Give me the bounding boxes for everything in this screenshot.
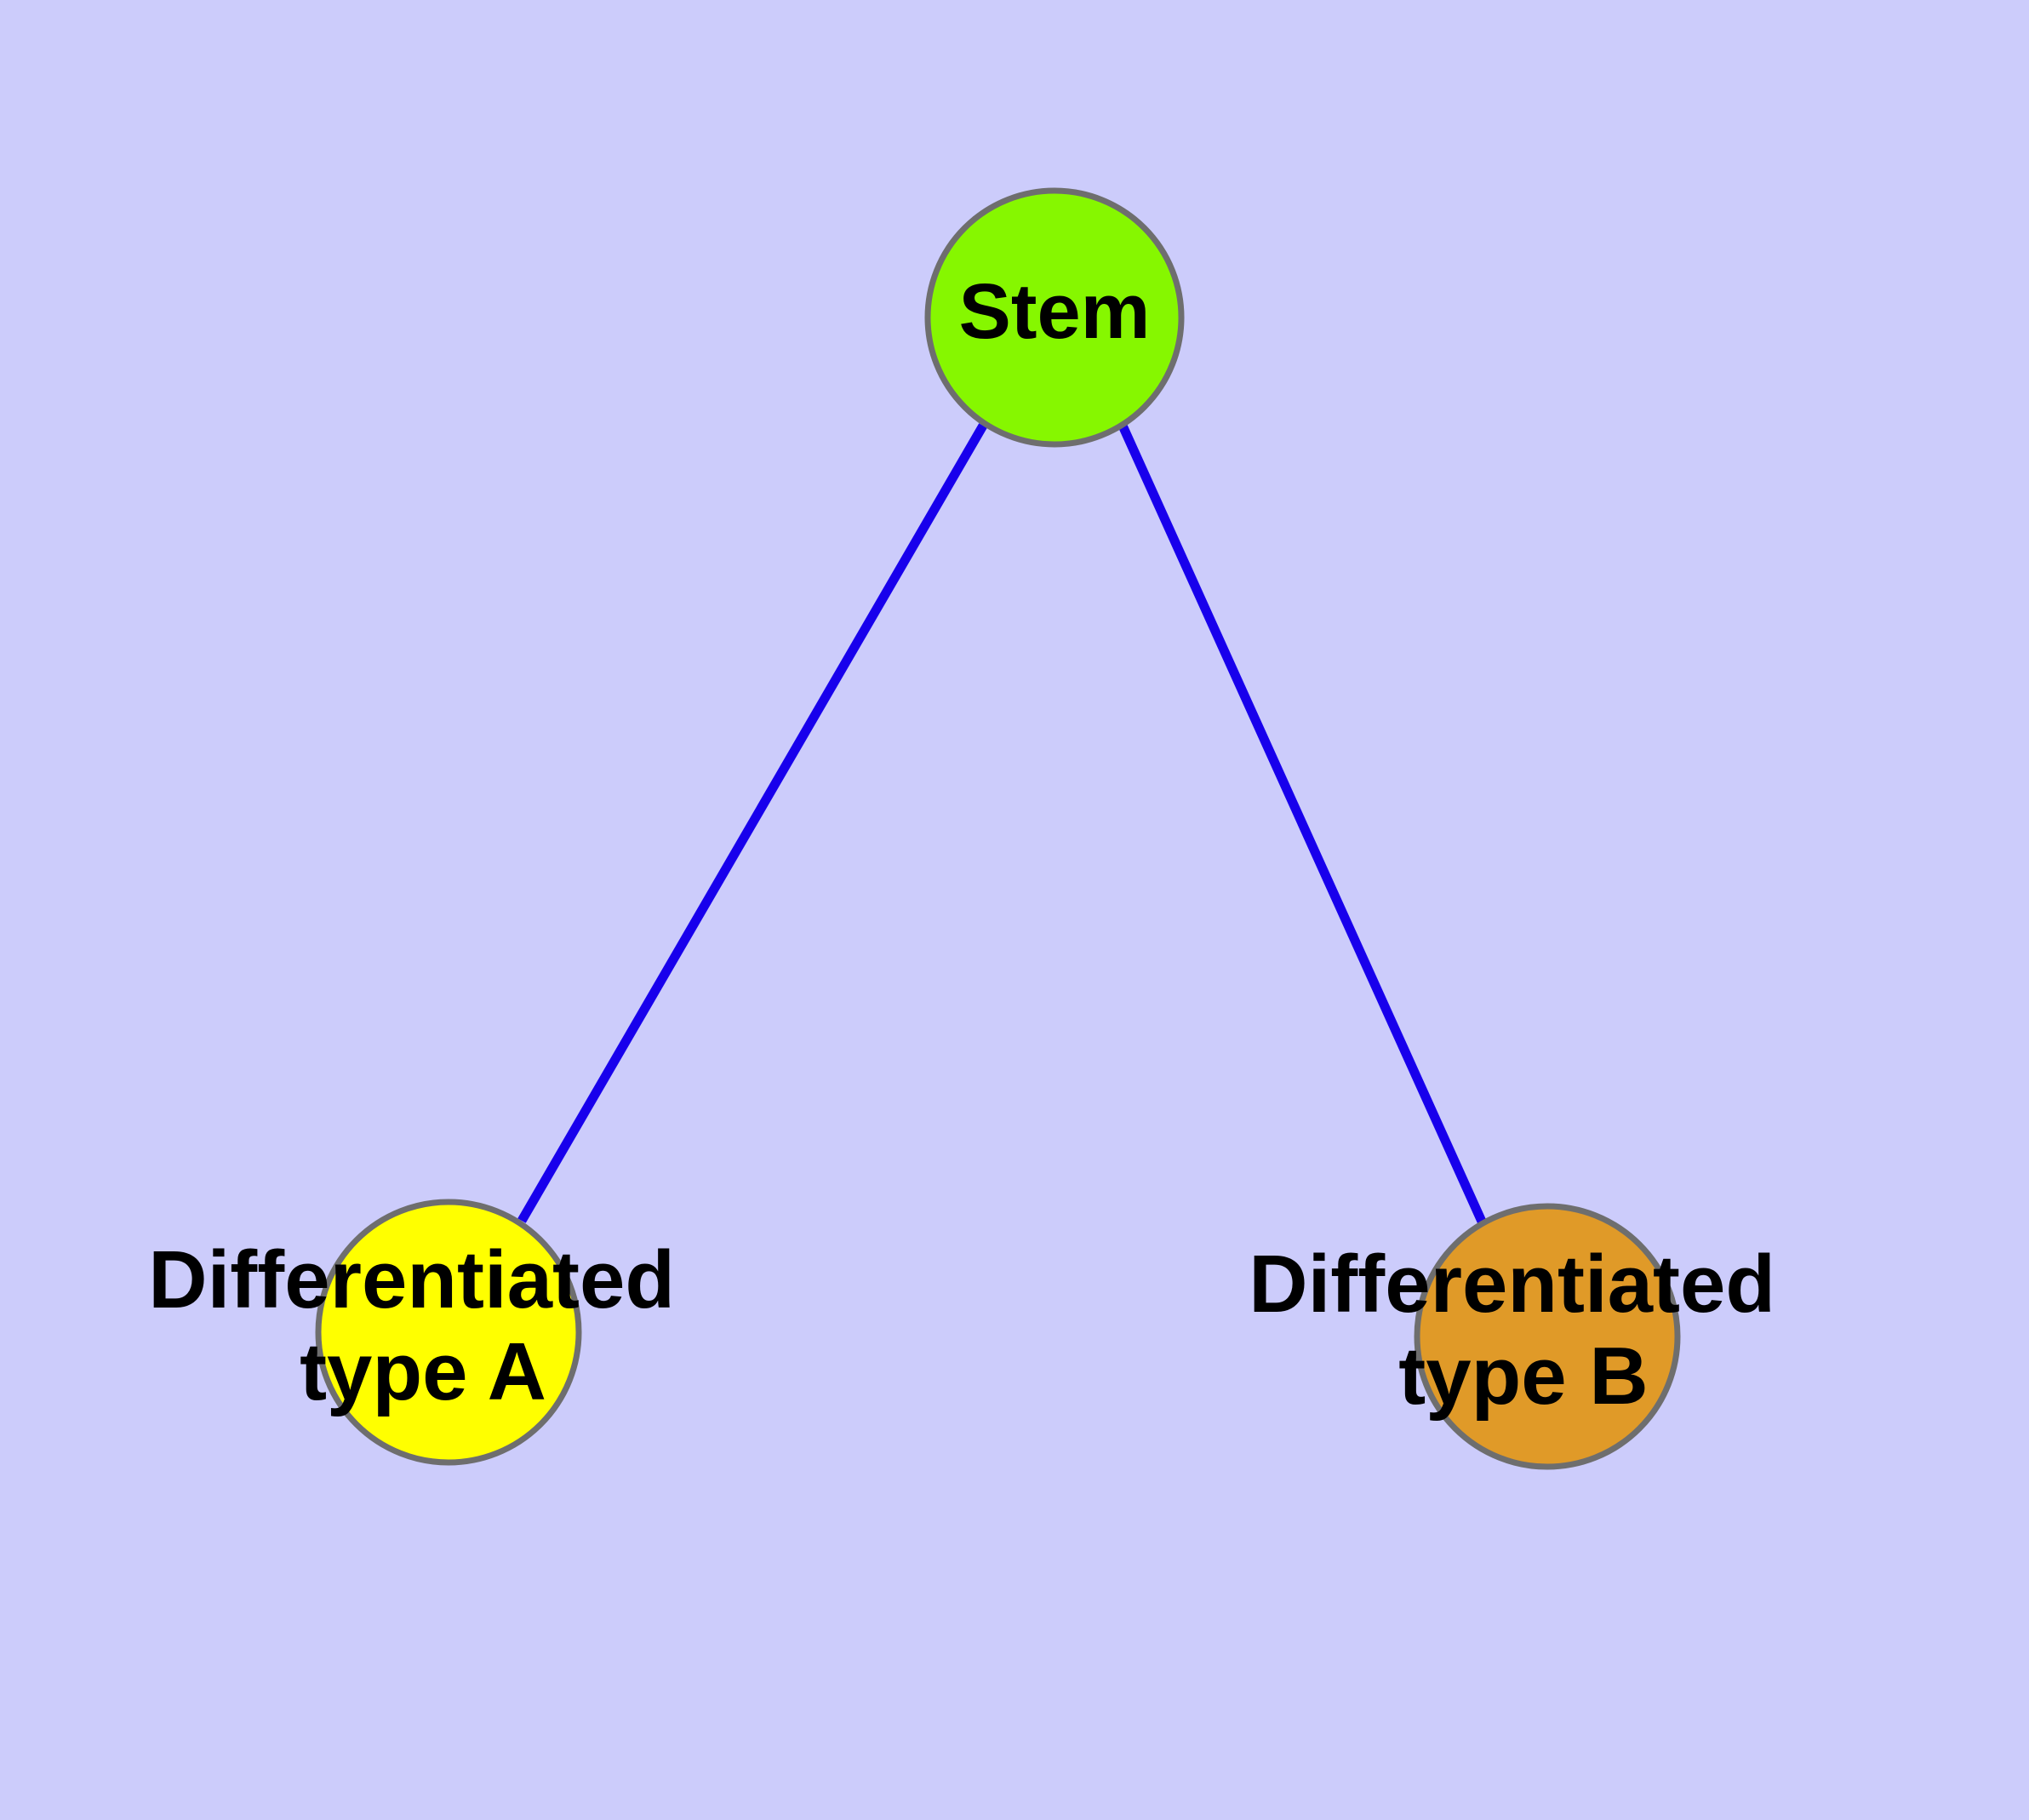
node-label-differentiated-type-b: Differentiated type B [1249,1239,1798,1422]
node-label-differentiated-type-a: Differentiated type A [148,1235,697,1418]
edge-stem-to-differentiated-type-a [517,423,987,1223]
node-circle-differentiated-type-b[interactable] [1414,1203,1681,1470]
edges-group [517,423,1488,1226]
node-label-stem: Stem [959,268,1151,355]
edge-stem-to-differentiated-type-b [1117,423,1488,1226]
node-circle-differentiated-type-a[interactable] [315,1199,582,1466]
node-differentiated-type-b[interactable]: Differentiated type B [1249,1203,1798,1470]
node-circle-stem[interactable] [924,187,1185,448]
node-stem[interactable]: Stem [924,187,1185,448]
node-differentiated-type-a[interactable]: Differentiated type A [148,1199,697,1466]
nodes-group: Stem Differentiated type A Differentiate… [148,187,1798,1470]
